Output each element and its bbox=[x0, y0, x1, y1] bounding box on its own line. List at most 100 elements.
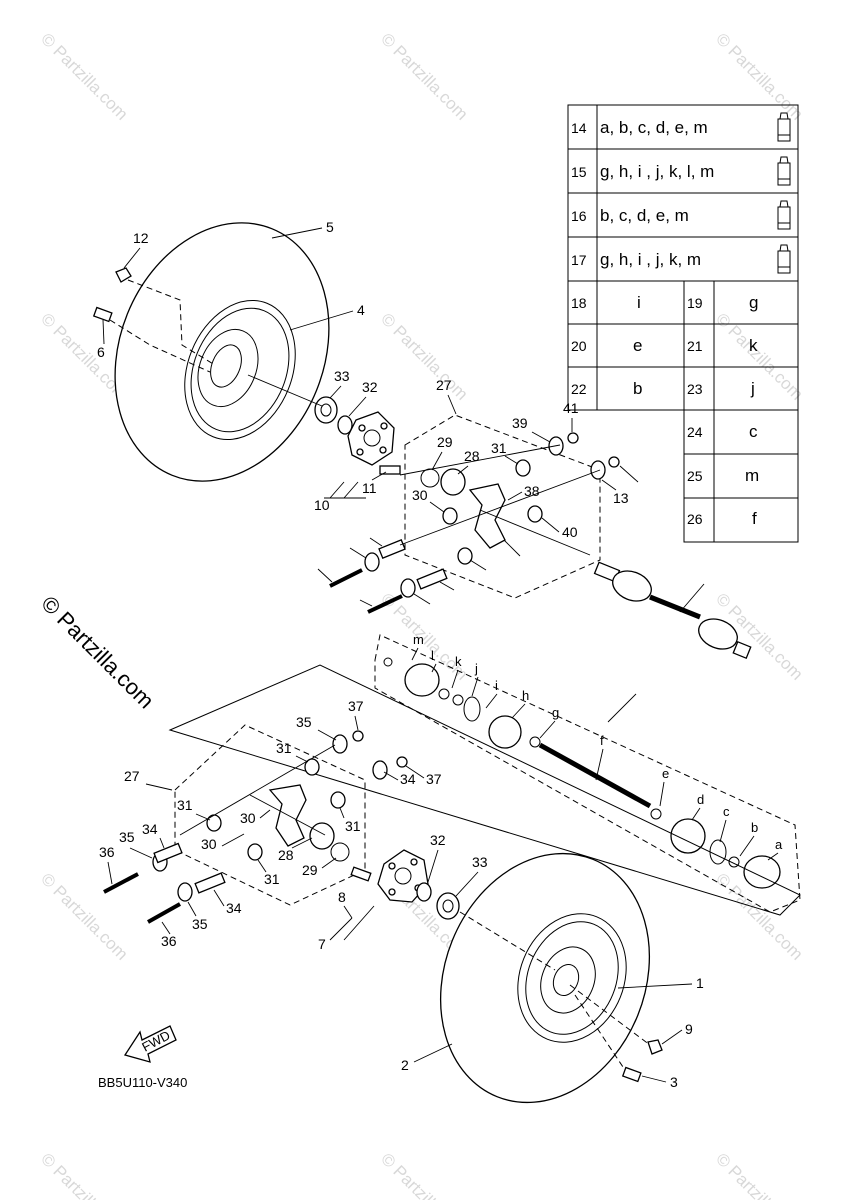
callout: 41 bbox=[563, 400, 579, 416]
brand-watermark: © Partzilla.com bbox=[36, 591, 159, 714]
upper-tire bbox=[114, 222, 330, 482]
kit-row-26: 26 f bbox=[687, 509, 757, 528]
callout: 35 bbox=[192, 916, 208, 932]
callout: d bbox=[697, 792, 704, 807]
kit-contents: f bbox=[752, 509, 757, 528]
kit-row-15: 15 g, h, i , j, k, l, m bbox=[571, 162, 714, 181]
callout: 7 bbox=[318, 936, 326, 952]
bolt-36-lower-a bbox=[103, 872, 139, 894]
callout: j bbox=[474, 661, 478, 676]
bolt-36-lower-b bbox=[147, 902, 181, 924]
callout: 40 bbox=[562, 524, 578, 540]
bearing-33-upper bbox=[314, 396, 338, 424]
collar-34-lower-b bbox=[194, 872, 226, 894]
shaft-kit-parts bbox=[383, 657, 781, 889]
kit-number: 21 bbox=[687, 338, 703, 354]
washer-35-lower-a bbox=[332, 734, 348, 754]
callout: 5 bbox=[326, 219, 334, 235]
callout: 38 bbox=[524, 483, 540, 499]
kit-contents: a, b, c, d, e, m bbox=[600, 118, 708, 137]
callout: 31 bbox=[264, 871, 280, 887]
callout: 12 bbox=[133, 230, 149, 246]
callout: 27 bbox=[124, 768, 140, 784]
kit-contents: g, h, i , j, k, l, m bbox=[600, 162, 714, 181]
hub-10-upper bbox=[347, 411, 395, 466]
nut-37-lower-a bbox=[352, 730, 364, 742]
callout: 36 bbox=[99, 844, 115, 860]
kit-number: 24 bbox=[687, 424, 703, 440]
washer-35-lower-b bbox=[372, 760, 388, 780]
kit-number: 20 bbox=[571, 338, 587, 354]
kit-row-24: 24 c bbox=[687, 422, 758, 441]
bolt-8-lower bbox=[350, 866, 372, 882]
kit-contents: e bbox=[633, 336, 642, 355]
collar-38-upper-b bbox=[416, 568, 448, 590]
collar-38-upper-a bbox=[378, 539, 406, 559]
washer-39-upper-d bbox=[400, 578, 416, 598]
watermark-text: © Partzilla.com bbox=[712, 29, 806, 123]
callout: 35 bbox=[119, 829, 135, 845]
kit-number: 18 bbox=[571, 295, 587, 311]
callout: 31 bbox=[491, 440, 507, 456]
callout: 29 bbox=[437, 434, 453, 450]
kit-row-17: 17 g, h, i , j, k, m bbox=[571, 250, 701, 269]
callout: i bbox=[495, 678, 498, 693]
kit-table: 14 a, b, c, d, e, m 15 g, h, i , j, k, l… bbox=[567, 104, 799, 543]
callout: 33 bbox=[472, 854, 488, 870]
watermark-text: © Partzilla.com bbox=[377, 309, 471, 403]
kit-contents: b, c, d, e, m bbox=[600, 206, 689, 225]
watermark-text: © Partzilla.com bbox=[37, 29, 131, 123]
callout: k bbox=[455, 654, 462, 669]
collar-31-upper-c bbox=[527, 505, 543, 523]
lug-nut-12 bbox=[115, 267, 132, 283]
kit-contents: m bbox=[745, 466, 759, 485]
callout: 37 bbox=[426, 771, 442, 787]
kit-contents: j bbox=[750, 379, 755, 398]
kit-row-22-23: 22 b 23 j bbox=[571, 379, 755, 398]
diagram-code: BB5U110-V340 bbox=[98, 1075, 187, 1090]
lower-tire bbox=[439, 852, 651, 1104]
callout: 30 bbox=[240, 810, 256, 826]
kit-row-18-19: 18 i 19 g bbox=[571, 293, 758, 312]
bearing-33-lower bbox=[436, 892, 460, 920]
washer-35-lower-d bbox=[177, 882, 193, 902]
grease-tube-icon bbox=[777, 244, 791, 274]
callouts: 12 5 4 6 33 32 10 11 27 29 28 31 39 41 3… bbox=[97, 219, 783, 1090]
callout: 30 bbox=[412, 487, 428, 503]
grease-tube-icon bbox=[777, 112, 791, 142]
callout: 11 bbox=[362, 480, 377, 496]
callout: 28 bbox=[278, 847, 294, 863]
kit-contents: b bbox=[633, 379, 642, 398]
watermark-text: © Partzilla.com bbox=[377, 29, 471, 123]
bearing-28-upper bbox=[440, 468, 466, 496]
collar-31-upper-b bbox=[442, 507, 458, 525]
callout: f bbox=[600, 733, 604, 748]
callout: m bbox=[413, 632, 424, 647]
callout: c bbox=[723, 804, 730, 819]
bolt-40-upper-b bbox=[367, 594, 403, 614]
kit-number: 26 bbox=[687, 511, 703, 527]
callout: 28 bbox=[464, 448, 480, 464]
callout: 33 bbox=[334, 368, 350, 384]
kit-row-16: 16 b, c, d, e, m bbox=[571, 206, 689, 225]
callout: 39 bbox=[512, 415, 528, 431]
watermark-text: © Partzilla.com bbox=[377, 1149, 471, 1200]
knuckle-27-upper bbox=[468, 483, 506, 549]
grease-tube-icon bbox=[777, 200, 791, 230]
kit-number: 23 bbox=[687, 381, 703, 397]
washer-39-upper-c bbox=[364, 552, 380, 572]
callout: 27 bbox=[436, 377, 452, 393]
callout: 6 bbox=[97, 344, 105, 360]
snap-ring-29-lower bbox=[330, 842, 350, 862]
kit-number: 17 bbox=[571, 252, 587, 268]
callout: 31 bbox=[177, 797, 193, 813]
callout: 1 bbox=[696, 975, 704, 991]
callout: 36 bbox=[161, 933, 177, 949]
collar-34-lower-a bbox=[153, 842, 183, 864]
kit-number: 25 bbox=[687, 468, 703, 484]
callout: 31 bbox=[345, 818, 361, 834]
kit-row-25: 25 m bbox=[687, 466, 759, 485]
callout: b bbox=[751, 820, 758, 835]
kit-contents: k bbox=[749, 336, 758, 355]
callout: g bbox=[552, 705, 559, 720]
